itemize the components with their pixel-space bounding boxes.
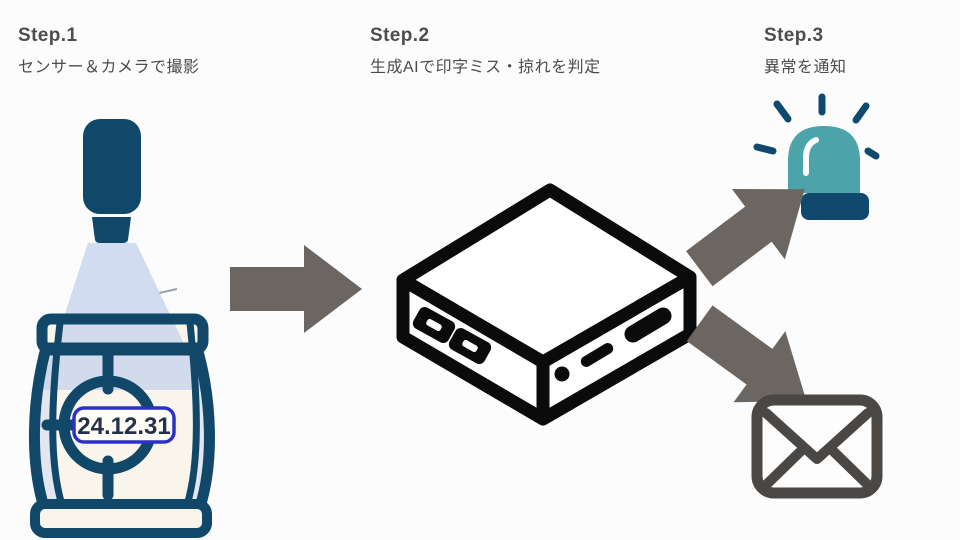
camera-body [83,119,141,214]
sensor-camera-icon [83,119,141,243]
usb-port-icon [448,327,492,365]
date-stamp-box [72,406,176,444]
email-icon [751,394,883,499]
siren-base [801,193,869,220]
step3-title: Step.3 [764,25,824,46]
step-2-label-block: Step.2 生成AIで印字ミス・掠れを判定 [370,25,601,77]
siren-highlight [803,137,819,176]
bag-bottom-seal [30,499,212,538]
power-led-dot [554,366,570,382]
siren-rays [753,93,880,202]
step1-title: Step.1 [18,25,78,46]
bag-right-crease [183,319,200,509]
envelope-fold-left [761,444,808,490]
date-stamp: 24.12.31 [72,406,176,444]
date-stamp-text: 24.12.31 [77,413,170,440]
step2-title: Step.2 [370,25,430,46]
step-3-label-block: Step.3 異常を通知 [764,25,847,77]
usb-port-icon [412,306,456,344]
step1-caption: センサー＆カメラで撮影 [18,58,200,76]
step-1-label-block: Step.1 センサー＆カメラで撮影 [18,25,200,77]
siren-dome [788,126,860,193]
large-slot [624,307,672,343]
envelope-fold-right [826,444,873,490]
edge-ai-device-icon [396,183,697,426]
alert-siren-icon [753,93,880,220]
camera-lens [92,217,131,243]
small-slot [580,343,614,367]
step3-caption: 異常を通知 [764,58,847,76]
envelope-flap [761,408,873,464]
arrow-right-icon [230,245,362,333]
step2-caption: 生成AIで印字ミス・掠れを判定 [370,58,601,76]
stray-mark [158,288,178,294]
